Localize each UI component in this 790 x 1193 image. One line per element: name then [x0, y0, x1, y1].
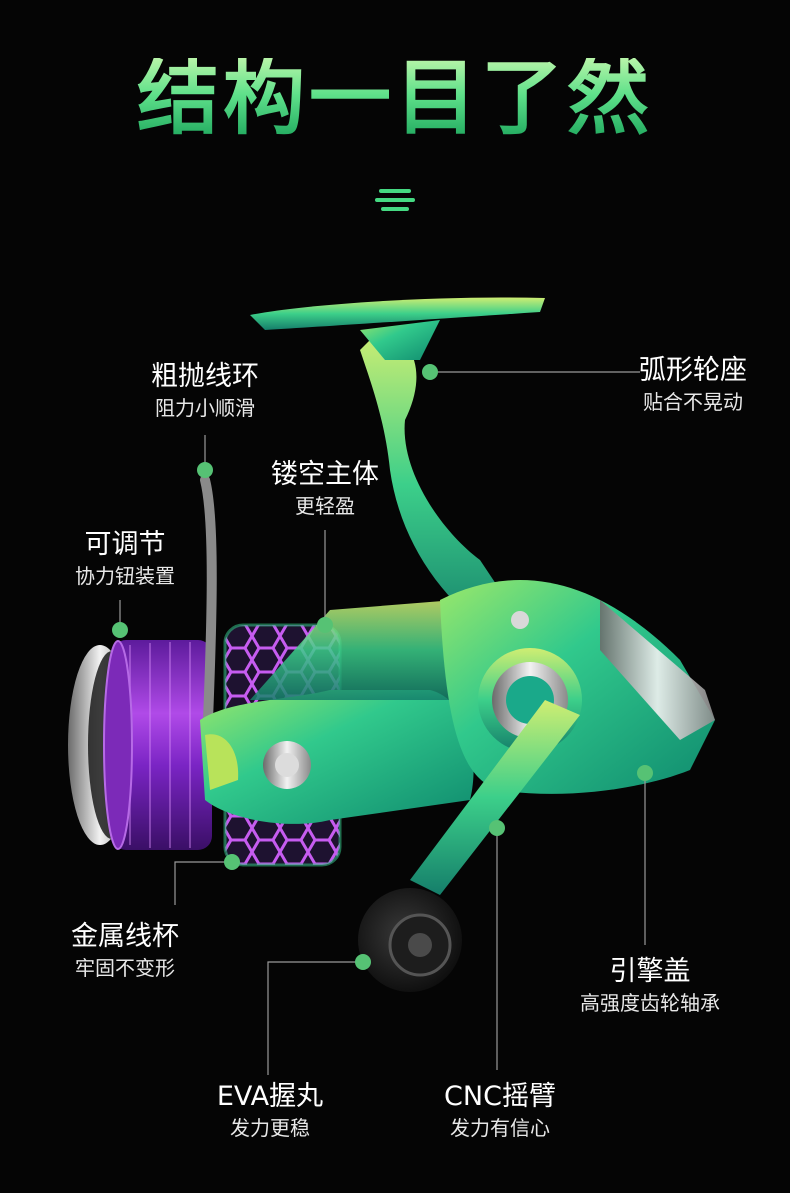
callout-title: 弧形轮座	[639, 355, 747, 386]
spool-line	[112, 640, 212, 850]
rotor-body	[200, 690, 474, 824]
callout-metal-spool: 金属线杯 牢固不变形	[40, 920, 210, 982]
page-title: 结构一目了然	[0, 58, 790, 140]
callout-desc: 高强度齿轮轴承	[580, 991, 720, 1015]
callout-title: 金属线杯	[71, 921, 179, 952]
callout-hollow-body: 镂空主体 更轻盈	[240, 458, 410, 520]
callout-desc: 发力有信心	[450, 1116, 550, 1140]
callout-dots	[112, 364, 653, 970]
callout-desc: 阻力小顺滑	[155, 396, 255, 420]
callout-title: 镂空主体	[271, 459, 379, 490]
callout-desc: 更轻盈	[295, 494, 355, 518]
callout-title: 可调节	[84, 529, 166, 560]
callout-desc: 协力钮装置	[75, 564, 175, 588]
callout-cnc-arm: CNC摇臂 发力有信心	[410, 1080, 590, 1142]
callout-lines	[119, 371, 646, 1075]
callout-arc-seat: 弧形轮座 贴合不晃动	[608, 354, 778, 416]
callout-engine-cover: 引擎盖 高强度齿轮轴承	[560, 955, 740, 1017]
callout-title: 引擎盖	[609, 956, 691, 987]
callout-rough-roller: 粗抛线环 阻力小顺滑	[120, 360, 290, 422]
crank-arm	[410, 700, 580, 895]
callout-adjustable: 可调节 协力钮装置	[40, 528, 210, 590]
callout-desc: 牢固不变形	[75, 956, 175, 980]
callout-title: EVA握丸	[216, 1081, 324, 1112]
callout-desc: 发力更稳	[230, 1116, 310, 1140]
reel-foot	[250, 297, 545, 330]
callout-title: 粗抛线环	[151, 361, 259, 392]
callout-title: CNC摇臂	[444, 1081, 556, 1112]
title-divider-icon	[375, 186, 415, 216]
callout-desc: 贴合不晃动	[643, 390, 743, 414]
callout-eva-knob: EVA握丸 发力更稳	[180, 1080, 360, 1142]
reel-stem	[360, 330, 520, 640]
bail-wire	[200, 475, 217, 725]
